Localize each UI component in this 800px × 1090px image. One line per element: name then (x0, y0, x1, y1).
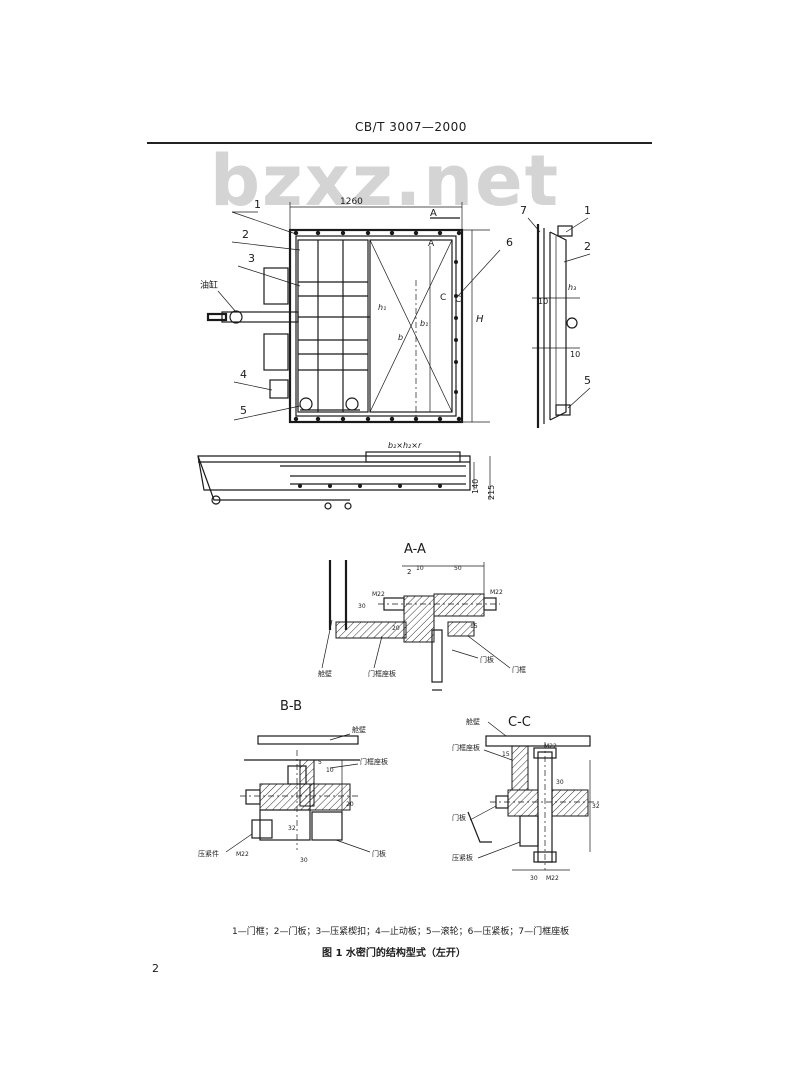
svg-text:门板: 门板 (372, 849, 386, 858)
svg-text:1: 1 (584, 204, 591, 217)
svg-text:20: 20 (392, 625, 400, 632)
svg-text:30: 30 (300, 857, 308, 864)
svg-text:舱壁: 舱壁 (318, 669, 332, 678)
svg-text:门板: 门板 (452, 813, 466, 822)
section-bb: B-B 5 10 M22 32 20 30 舱壁 门框座板 压紧件 (198, 699, 388, 864)
svg-text:M22: M22 (546, 875, 559, 882)
part-labels: 1 2 3 4 5 6 (231, 198, 513, 421)
dim-b1: b₁ (420, 319, 428, 328)
svg-text:30: 30 (556, 779, 564, 786)
svg-text:3: 3 (248, 252, 255, 265)
svg-text:15: 15 (502, 751, 510, 758)
section-mark-a-mid: A (428, 239, 435, 249)
svg-text:2: 2 (584, 240, 591, 253)
svg-text:140: 140 (471, 479, 480, 494)
frame-bolts (293, 230, 462, 422)
svg-text:5: 5 (318, 759, 322, 766)
front-view: 1260 A A H b b₁ (200, 197, 513, 424)
svg-text:压紧件: 压紧件 (198, 849, 219, 858)
svg-text:5: 5 (584, 374, 591, 387)
section-aa-title: A-A (404, 542, 426, 557)
svg-text:压紧板: 压紧板 (452, 853, 473, 862)
dim-h1: h₁ (378, 303, 386, 312)
svg-text:30: 30 (358, 603, 366, 610)
section-bb-title: B-B (280, 699, 302, 714)
section-cc: C-C 15 M22 30 32 30 M22 舱壁 门框座板 门板 (452, 715, 600, 882)
dim-width: 1260 (340, 197, 363, 207)
svg-text:舱壁: 舱壁 (466, 717, 480, 726)
section-cc-title: C-C (508, 715, 531, 730)
section-mark-a-top: A (430, 208, 437, 219)
opening-label: b₂×h₂×r (388, 441, 422, 450)
svg-text:32: 32 (288, 825, 296, 832)
svg-text:32: 32 (592, 803, 600, 810)
svg-text:M22: M22 (544, 743, 557, 750)
svg-text:h₃: h₃ (568, 283, 576, 292)
figure-legend: 1—门框；2—门板；3—压紧楔扣；4—止动板；5—滚轮；6—压紧板；7—门框座板 (232, 927, 570, 937)
svg-text:7: 7 (520, 204, 527, 217)
svg-text:M22: M22 (490, 589, 503, 596)
svg-text:门框座板: 门框座板 (368, 669, 396, 678)
svg-text:215: 215 (487, 485, 496, 500)
svg-text:50: 50 (454, 565, 462, 572)
section-aa: A-A 2 10 30 M22 M22 50 20 15 舱壁 门框座板 (318, 542, 526, 691)
dim-height: H (476, 314, 484, 325)
svg-text:10: 10 (538, 297, 548, 306)
plan-view: b₂×h₂×r 140 215 (197, 441, 496, 510)
svg-text:10: 10 (326, 767, 334, 774)
header-rule (147, 142, 652, 144)
side-view: h₃ 10 10 7 1 2 5 (520, 204, 591, 428)
svg-text:门板: 门板 (480, 655, 494, 664)
svg-text:5: 5 (240, 404, 247, 417)
svg-text:门框座板: 门框座板 (360, 757, 388, 766)
svg-text:10: 10 (570, 350, 580, 359)
svg-text:门框座板: 门框座板 (452, 743, 480, 752)
dim-b: b (398, 333, 403, 342)
figure-caption: 图 1 水密门的结构型式（左开） (322, 948, 466, 959)
svg-text:舱壁: 舱壁 (352, 725, 366, 734)
svg-text:15: 15 (470, 623, 478, 630)
watermark: bzxz.net (209, 140, 561, 222)
svg-text:10: 10 (416, 565, 424, 572)
cylinder-label: 油缸 (200, 279, 218, 291)
svg-text:1: 1 (254, 198, 261, 211)
section-mark-c: C (440, 293, 446, 303)
svg-text:2: 2 (407, 568, 411, 576)
svg-text:6: 6 (506, 236, 513, 249)
page-number: 2 (152, 962, 159, 975)
svg-text:30: 30 (530, 875, 538, 882)
svg-text:M22: M22 (236, 851, 249, 858)
svg-text:2: 2 (242, 228, 249, 241)
svg-text:M22: M22 (372, 591, 385, 598)
standard-number: CB/T 3007—2000 (355, 120, 467, 134)
svg-text:门框: 门框 (512, 665, 526, 674)
svg-text:4: 4 (240, 368, 247, 381)
svg-text:20: 20 (346, 801, 354, 808)
section-mark-c2: C (455, 295, 461, 305)
